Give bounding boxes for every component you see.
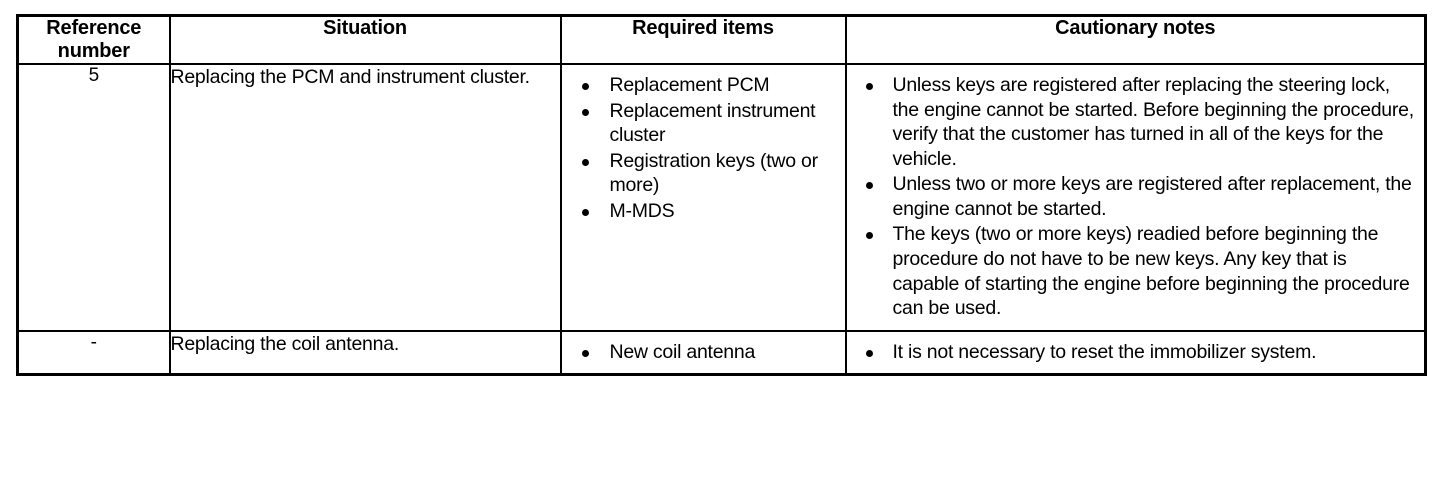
table-row: - Replacing the coil antenna. New coil a… bbox=[16, 329, 1427, 376]
list-item: Replacement PCM bbox=[572, 73, 839, 98]
list-item: New coil antenna bbox=[572, 340, 839, 365]
cautionary-notes-list: It is not necessary to reset the immobil… bbox=[847, 332, 1425, 374]
table-body: 5 Replacing the PCM and instrument clust… bbox=[16, 63, 1427, 376]
column-header-reference-number: Reference number bbox=[16, 14, 171, 65]
cell-reference-number: - bbox=[16, 329, 171, 376]
cell-required-items: New coil antenna bbox=[559, 329, 847, 376]
list-item: Unless two or more keys are registered a… bbox=[857, 172, 1419, 221]
column-header-required-items: Required items bbox=[559, 14, 847, 65]
column-header-situation: Situation bbox=[168, 14, 562, 65]
list-item: M-MDS bbox=[572, 199, 839, 224]
table-header-row: Reference number Situation Required item… bbox=[16, 14, 1427, 65]
table-header: Reference number Situation Required item… bbox=[16, 14, 1427, 65]
cell-reference-number: 5 bbox=[16, 63, 171, 332]
required-items-list: New coil antenna bbox=[562, 332, 845, 374]
cell-situation: Replacing the PCM and instrument cluster… bbox=[168, 63, 562, 332]
list-item: The keys (two or more keys) readied befo… bbox=[857, 222, 1419, 320]
list-item: Replacement instrument cluster bbox=[572, 99, 839, 148]
column-header-reference-number-line1: Reference bbox=[46, 17, 142, 39]
column-header-reference-number-line2: number bbox=[57, 40, 130, 62]
cell-cautionary-notes: It is not necessary to reset the immobil… bbox=[844, 329, 1427, 376]
cell-situation: Replacing the coil antenna. bbox=[168, 329, 562, 376]
list-item: It is not necessary to reset the immobil… bbox=[857, 340, 1419, 365]
column-header-cautionary-notes: Cautionary notes bbox=[844, 14, 1427, 65]
cautionary-notes-list: Unless keys are registered after replaci… bbox=[847, 65, 1425, 330]
table-row: 5 Replacing the PCM and instrument clust… bbox=[16, 63, 1427, 332]
cell-cautionary-notes: Unless keys are registered after replaci… bbox=[844, 63, 1427, 332]
list-item: Unless keys are registered after replaci… bbox=[857, 73, 1419, 171]
cell-required-items: Replacement PCM Replacement instrument c… bbox=[559, 63, 847, 332]
list-item: Registration keys (two or more) bbox=[572, 149, 839, 198]
required-items-list: Replacement PCM Replacement instrument c… bbox=[562, 65, 845, 232]
service-reference-table: Reference number Situation Required item… bbox=[16, 14, 1427, 377]
